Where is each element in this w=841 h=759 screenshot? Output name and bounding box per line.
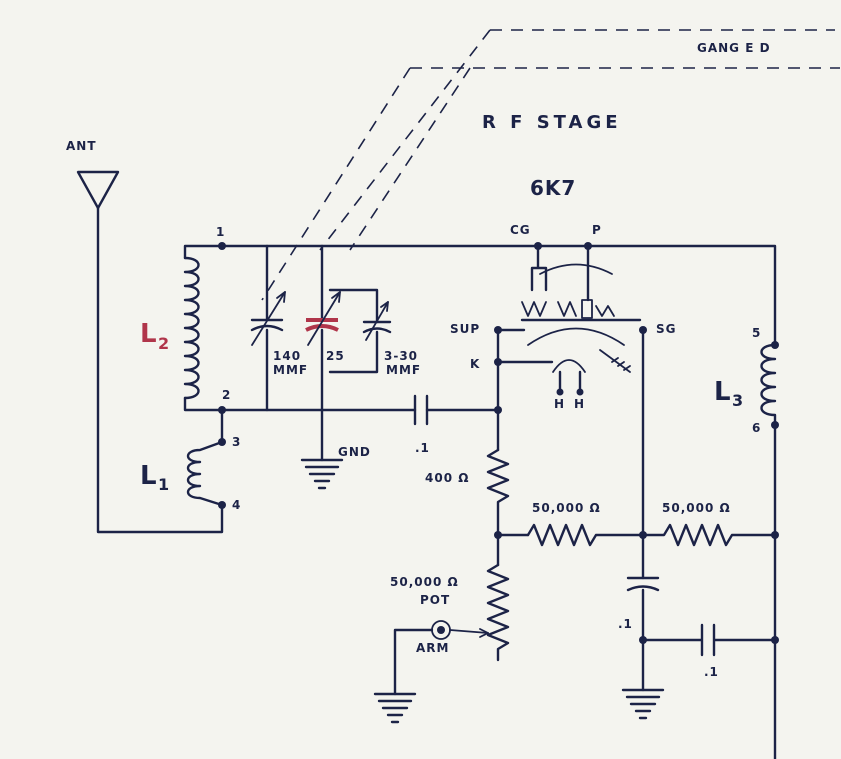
l1-label: L [140,461,157,491]
variable-capacitor-140 [250,244,286,412]
pot-value-label: 50,000 Ω [390,575,459,589]
node5-label: 5 [752,326,761,340]
l3-label: L [714,377,731,407]
h1-label: H [554,397,565,411]
p-dot [584,242,592,250]
sg-label: SG [656,322,677,336]
l3-subscript: 3 [732,391,743,410]
arm-label: ARM [416,641,449,655]
l1-coil [186,440,224,507]
l3-coil [760,343,777,427]
node3-label: 3 [232,435,241,449]
variable-capacitor-25 [305,244,341,462]
gnd-symbol-icon [300,458,344,490]
arm-ground-wire [393,628,434,696]
sg-bypass-capacitor [626,576,660,692]
ground-symbol-arm-icon [373,692,417,724]
trimmer-capacitor-3-30 [328,288,392,374]
l2-subscript: 2 [158,334,169,353]
l2-coil [183,256,200,400]
sg-junction-dot [639,531,647,539]
tube-label: 6K7 [530,176,576,200]
h2-label: H [574,397,585,411]
rf-stage-label: R F STAGE [482,112,622,133]
p-label: P [592,223,602,237]
l2-bottom-wire [183,396,224,412]
node4-label: 4 [232,498,241,512]
l2-label: L [140,319,157,349]
resistor-50k-b [641,523,777,547]
sup-k-wire [496,328,554,452]
r400-label: 400 Ω [425,471,469,485]
node1-dot [218,242,226,250]
antenna-icon [76,170,224,534]
plate-cap-label: .1 [704,665,719,679]
sg-cap-label: .1 [618,617,633,631]
node1-label: 1 [216,225,225,239]
cap330-value: 3-30 [384,349,418,363]
resistor-50k-a [526,523,645,547]
resistor-400 [486,448,510,537]
arm-terminal-icon [431,620,451,640]
r50k-b-label: 50,000 Ω [662,501,731,515]
node6-label: 6 [752,421,761,435]
l2-top-wire [183,244,224,260]
ganged-dashed-lines [261,29,840,301]
l1-subscript: 1 [158,475,169,494]
b-junction-dot [771,531,779,539]
cg-dot [534,242,542,250]
cap25-value: 25 [326,349,345,363]
top-bus-wire [220,244,777,347]
ant-label: ANT [66,139,97,153]
coupling-capacitor [413,394,500,426]
r50k-a-label: 50,000 Ω [532,501,601,515]
sup-label: SUP [450,322,480,336]
gnd-label: GND [338,445,371,459]
plate-bypass-junction-dot [771,636,779,644]
ganged-label: GANG E D [697,41,771,55]
potentiometer [449,563,510,662]
k-label: K [470,357,480,371]
coupling-cap-label: .1 [415,441,430,455]
cg-label: CG [510,223,531,237]
bypass-junction-dot [639,636,647,644]
pot-junction-dot [494,531,502,539]
plate-bypass-capacitor [641,623,777,657]
cap330-unit: MMF [386,363,421,377]
cap140-unit: MMF [273,363,308,377]
node2-label: 2 [222,388,231,402]
ground-symbol-sg-icon [621,688,665,720]
node4-dot [218,501,226,509]
cap140-value: 140 [273,349,301,363]
tube-6k7 [520,244,642,396]
pot-label: POT [420,593,450,607]
coupling-junction-dot [494,406,502,414]
